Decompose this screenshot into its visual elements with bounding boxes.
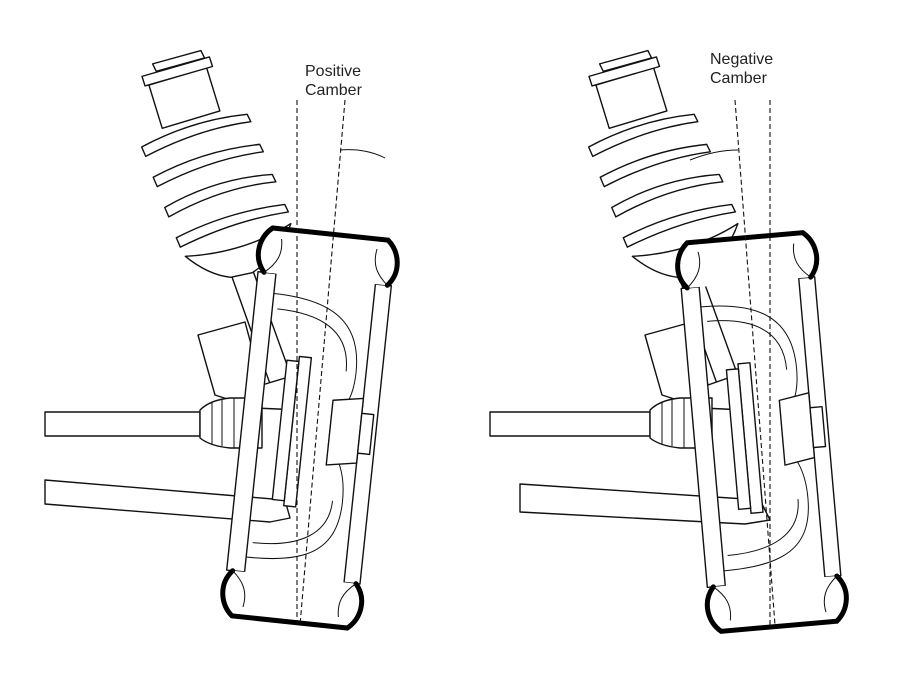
drive-axle: [489, 411, 651, 437]
label-line: Camber: [710, 70, 767, 87]
camber-angle-arc: [339, 149, 386, 159]
negative-camber-assembly: [489, 39, 848, 633]
negative-camber-label: Negative Camber: [710, 50, 773, 88]
label-line: Negative: [710, 51, 774, 68]
camber-angle-arc: [689, 149, 739, 161]
lower-control-arm: [519, 483, 771, 525]
label-line: Positive: [305, 63, 362, 80]
positive-camber-label: Positive Camber: [305, 62, 362, 100]
drive-axle: [44, 411, 201, 437]
positive-camber-assembly: [44, 39, 400, 629]
label-line: Camber: [305, 82, 362, 99]
